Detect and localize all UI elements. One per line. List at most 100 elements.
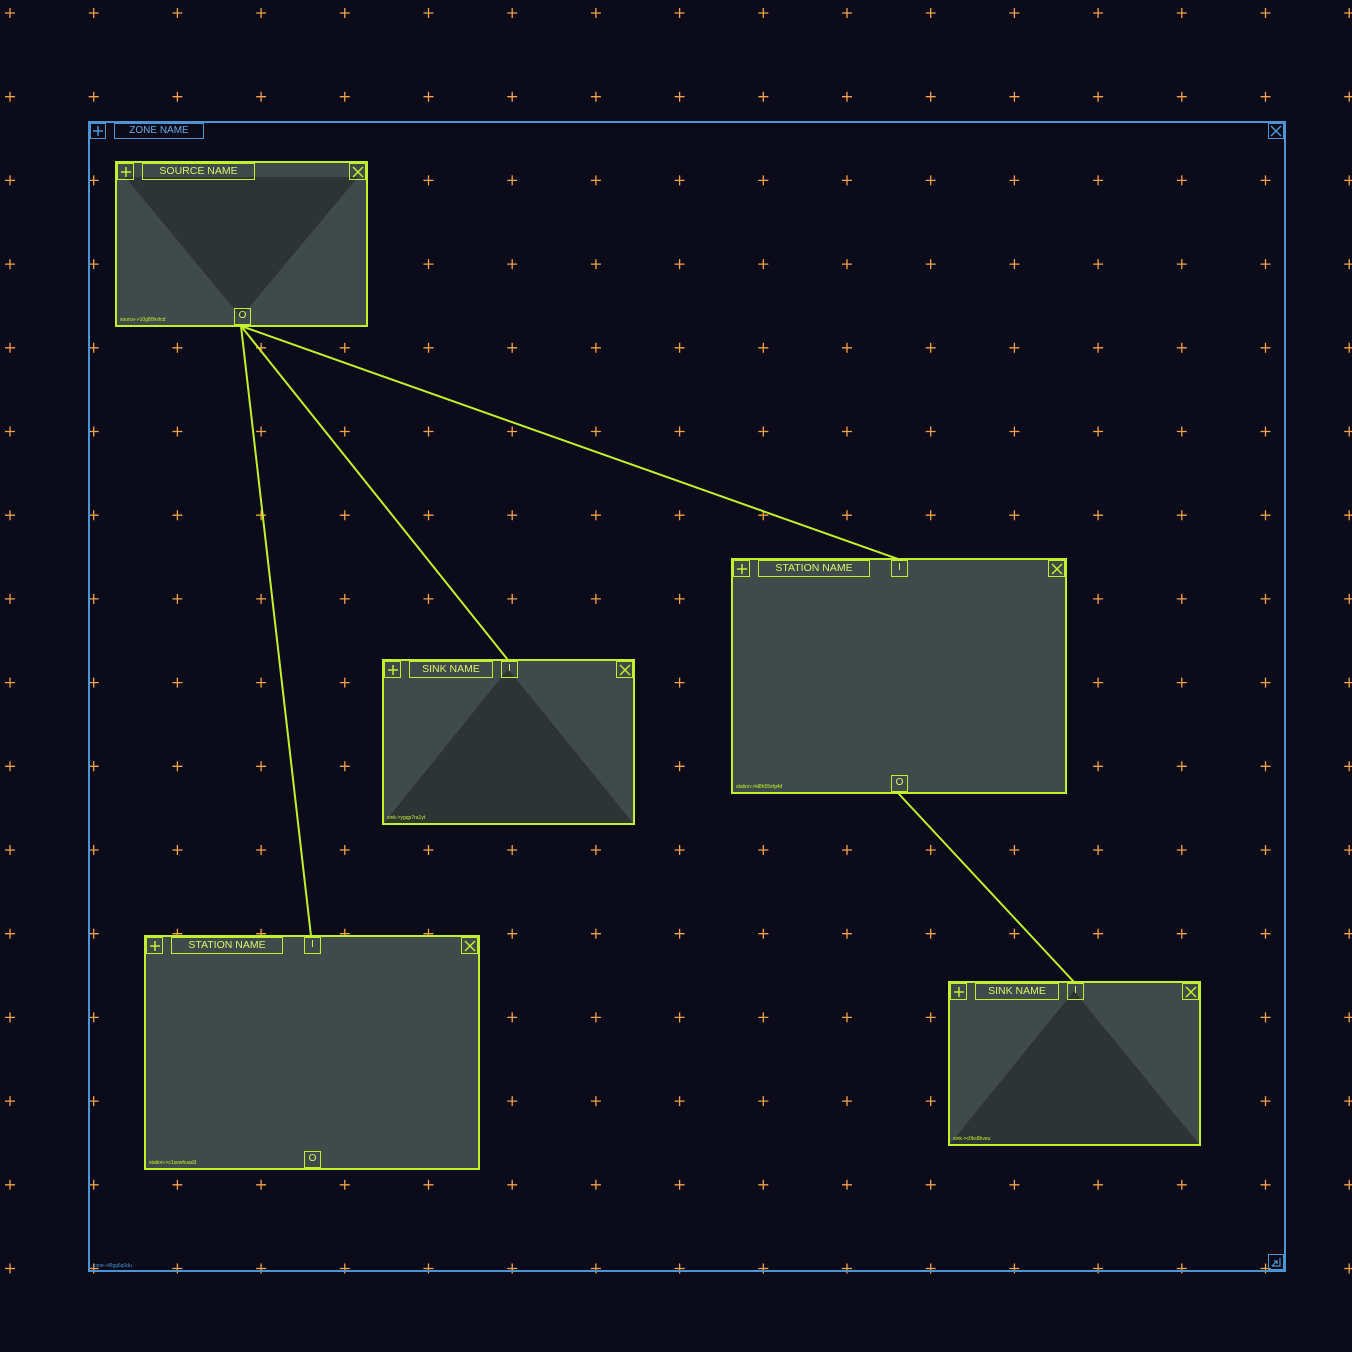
- grid-marker: [5, 8, 15, 18]
- station-close-button[interactable]: [1048, 560, 1065, 577]
- sink-id: sink->c0ks8bveu: [953, 1136, 991, 1142]
- grid-marker: [1009, 91, 1020, 102]
- sink-add-button[interactable]: [950, 983, 967, 1000]
- source-node[interactable]: SOURCE NAME O source->10g80hsfcd: [115, 161, 368, 327]
- station-input-port[interactable]: I: [304, 937, 321, 954]
- grid-marker: [590, 175, 601, 186]
- grid-marker: [842, 1012, 852, 1023]
- grid-marker: [256, 91, 267, 102]
- grid-marker: [1344, 426, 1352, 437]
- sink-close-button[interactable]: [1182, 983, 1199, 1000]
- grid-marker: [172, 845, 183, 855]
- sink-close-button[interactable]: [616, 661, 633, 678]
- sink-node[interactable]: SINK NAME I sink->c0ks8bveu: [948, 981, 1201, 1146]
- grid-marker: [507, 845, 518, 855]
- grid-marker: [758, 259, 769, 270]
- grid-marker: [5, 761, 15, 772]
- grid-marker: [423, 175, 434, 186]
- zone-container[interactable]: ZONE NAME zone->8lgg6q0du: [88, 121, 1286, 1272]
- grid-marker: [1260, 1179, 1271, 1190]
- grid-marker: [1176, 175, 1187, 186]
- grid-marker: [1009, 342, 1020, 353]
- grid-marker: [1176, 8, 1187, 18]
- grid-marker: [5, 91, 15, 102]
- grid-marker: [88, 8, 99, 18]
- grid-marker: [925, 91, 936, 102]
- grid-marker: [842, 8, 852, 18]
- source-close-button[interactable]: [349, 163, 366, 180]
- close-icon: [463, 939, 476, 952]
- plus-icon: [953, 986, 964, 997]
- source-node-background: [125, 177, 358, 317]
- grid-marker: [674, 8, 685, 18]
- grid-marker: [1093, 761, 1104, 772]
- grid-marker: [1093, 91, 1104, 102]
- grid-marker: [758, 1012, 769, 1023]
- grid-marker: [5, 426, 15, 437]
- close-icon: [1050, 562, 1063, 575]
- station-node[interactable]: STATION NAME I O station->kl8h55xfg4d: [731, 558, 1067, 794]
- station-output-port[interactable]: O: [304, 1151, 321, 1168]
- station-node[interactable]: STATION NAME I O station->c1sewhuad3: [144, 935, 480, 1170]
- station-title[interactable]: STATION NAME: [758, 560, 870, 577]
- station-close-button[interactable]: [461, 937, 478, 954]
- zone-title[interactable]: ZONE NAME: [114, 123, 204, 139]
- station-title[interactable]: STATION NAME: [171, 937, 283, 954]
- sink-title[interactable]: SINK NAME: [409, 661, 493, 678]
- sink-add-button[interactable]: [384, 661, 401, 678]
- grid-marker: [88, 259, 99, 270]
- grid-marker: [5, 1096, 15, 1107]
- grid-marker: [758, 1096, 769, 1107]
- grid-marker: [1093, 677, 1104, 688]
- grid-marker: [590, 1096, 601, 1107]
- close-icon: [618, 663, 631, 676]
- grid-marker: [1009, 510, 1020, 521]
- plus-icon: [120, 166, 131, 177]
- grid-marker: [925, 510, 936, 521]
- grid-marker: [1344, 91, 1352, 102]
- grid-marker: [339, 761, 350, 772]
- station-add-button[interactable]: [733, 560, 750, 577]
- grid-marker: [1093, 845, 1104, 855]
- sink-input-port[interactable]: I: [1067, 983, 1084, 1000]
- grid-marker: [674, 1096, 685, 1107]
- grid-marker: [88, 1179, 99, 1190]
- grid-marker: [507, 1179, 518, 1190]
- grid-marker: [1260, 426, 1271, 437]
- grid-marker: [339, 845, 350, 855]
- grid-marker: [842, 175, 852, 186]
- grid-marker: [758, 1179, 769, 1190]
- grid-marker: [507, 928, 518, 939]
- sink-node-background: [950, 991, 1199, 1144]
- grid-marker: [758, 845, 769, 855]
- zone-close-button[interactable]: [1268, 123, 1284, 139]
- grid-marker: [925, 259, 936, 270]
- grid-marker: [1093, 593, 1104, 604]
- sink-title[interactable]: SINK NAME: [975, 983, 1059, 1000]
- grid-marker: [1260, 1096, 1271, 1107]
- zone-resize-handle[interactable]: [1268, 1254, 1284, 1270]
- grid-marker: [1260, 1012, 1271, 1023]
- grid-marker: [1344, 928, 1352, 939]
- sink-input-port[interactable]: I: [501, 661, 518, 678]
- grid-marker: [674, 1179, 685, 1190]
- sink-node[interactable]: SINK NAME I sink->ygqp7ra1yt: [382, 659, 635, 825]
- grid-marker: [842, 91, 852, 102]
- grid-marker: [1260, 677, 1271, 688]
- grid-marker: [842, 1179, 852, 1190]
- grid-marker: [88, 510, 99, 521]
- source-output-port[interactable]: O: [234, 308, 251, 325]
- grid-marker: [925, 1179, 936, 1190]
- grid-marker: [423, 259, 434, 270]
- station-input-port[interactable]: I: [891, 560, 908, 577]
- station-add-button[interactable]: [146, 937, 163, 954]
- grid-marker: [1260, 928, 1271, 939]
- grid-marker: [507, 8, 518, 18]
- station-output-port[interactable]: O: [891, 775, 908, 792]
- grid-marker: [1344, 8, 1352, 18]
- grid-marker: [339, 1179, 350, 1190]
- grid-marker: [1176, 426, 1187, 437]
- source-add-button[interactable]: [117, 163, 134, 180]
- source-title[interactable]: SOURCE NAME: [142, 163, 255, 180]
- zone-add-button[interactable]: [90, 123, 106, 139]
